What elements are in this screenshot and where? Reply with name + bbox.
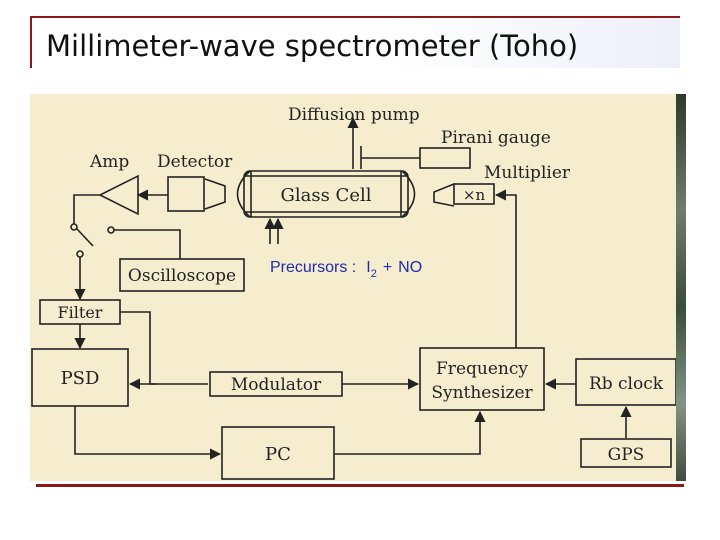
pc-to-synthesizer-arrow [334, 410, 486, 455]
frequency-synthesizer-box [419, 347, 545, 411]
title-bar: Millimeter-wave spectrometer (Toho) [30, 16, 680, 68]
frequency-synthesizer-label-line2: Synthesizer [431, 383, 533, 403]
pirani-gauge-label: Pirani gauge [441, 128, 551, 148]
switch-blade [76, 228, 94, 247]
glass-cell-body [243, 170, 409, 218]
precursor-reactant1-subscript: 2 [371, 268, 377, 280]
synthesizer-to-multiplier-arrow [494, 189, 517, 348]
block-diagram: Diffusion pump Pirani gauge Amp Detector… [31, 105, 677, 480]
modulator-label: Modulator [231, 375, 322, 395]
rb-clock-label: Rb clock [589, 374, 664, 394]
filter-to-psd-line [120, 311, 156, 385]
multiplier-horn [433, 183, 455, 207]
pc-label: PC [265, 444, 291, 465]
multiplier-factor-label: ×n [463, 186, 486, 204]
glass-cell-label: Glass Cell [280, 185, 371, 206]
precursor-reactant2: NO [398, 259, 422, 276]
precursors-label: Precursors : [270, 259, 356, 276]
slide-title: Millimeter-wave spectrometer (Toho) [46, 29, 579, 63]
frequency-synthesizer-label-line1: Frequency [436, 359, 528, 379]
multiplier-box [453, 183, 495, 205]
switch-contact-filter [76, 250, 84, 258]
glass-cell-right-window [401, 170, 416, 218]
switch-input-contact [70, 223, 78, 231]
photo-strip [676, 94, 686, 481]
detector-horn [204, 178, 226, 210]
precursors-text: Precursors : I2 + NO [270, 259, 422, 280]
psd-label: PSD [61, 368, 100, 389]
multiplier-label: Multiplier [484, 163, 571, 183]
diffusion-pump-label: Diffusion pump [288, 105, 420, 125]
oscilloscope-box [119, 258, 245, 292]
gps-box [580, 438, 672, 468]
detector-box [167, 176, 205, 212]
amp-label: Amp [89, 152, 129, 172]
pc-box [221, 426, 335, 480]
amp-output-line [73, 194, 100, 224]
detector-label: Detector [157, 152, 233, 172]
switch-to-oscilloscope-line [114, 229, 181, 259]
gps-label: GPS [608, 445, 645, 465]
psd-box [31, 348, 129, 407]
psd-to-pc-arrow [74, 406, 222, 460]
precursor-plus: + [383, 259, 392, 276]
pirani-gauge-box [419, 147, 471, 169]
filter-label: Filter [58, 303, 103, 322]
precursor-reactant1: I [366, 259, 370, 276]
glass-cell-left-window [236, 170, 251, 218]
diagram-panel: Diffusion pump Pirani gauge Amp Detector… [30, 94, 685, 481]
oscilloscope-label: Oscilloscope [128, 266, 236, 286]
amp-triangle [98, 174, 139, 216]
switch-contact-oscilloscope [107, 226, 115, 234]
bottom-divider [36, 484, 684, 487]
